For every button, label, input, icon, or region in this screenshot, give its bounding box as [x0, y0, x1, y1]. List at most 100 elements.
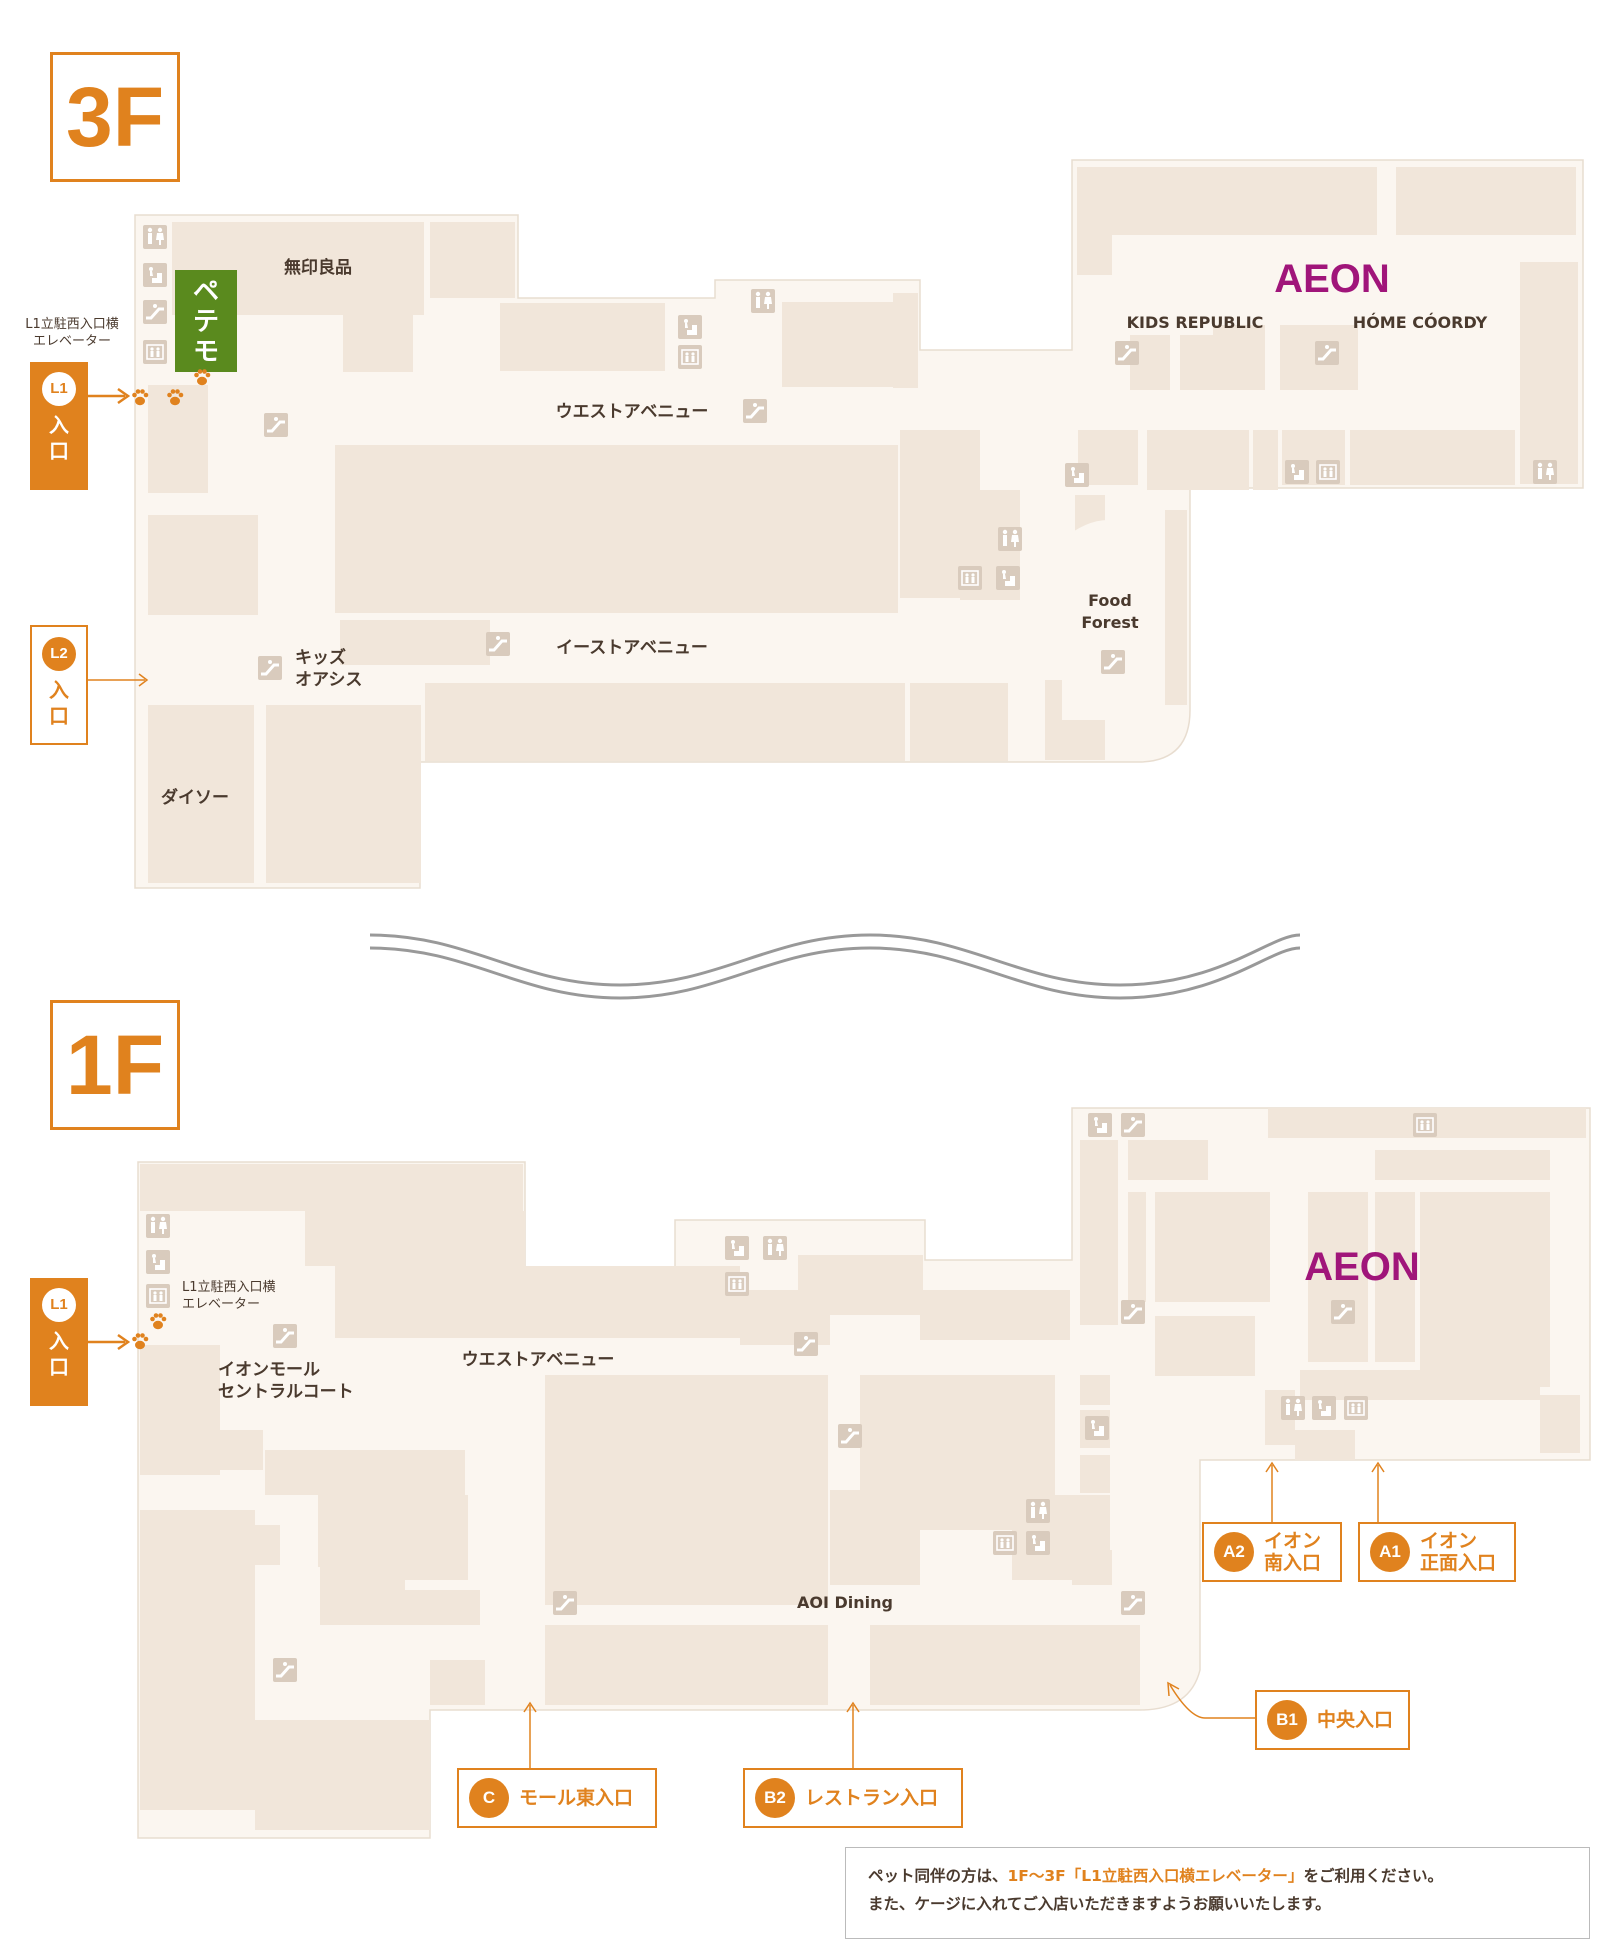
- stairs-icon: [678, 315, 702, 339]
- escalator-icon: [262, 411, 290, 439]
- escalator-icon: [1119, 1589, 1147, 1617]
- escalator-icon: [1113, 339, 1141, 367]
- restroom-icon: [763, 1236, 787, 1260]
- pet-notice-line-2: また、ケージに入れてご入店いただきますようお願いいたします。: [868, 1895, 1331, 1913]
- gate-name: イオン 正面入口: [1420, 1530, 1497, 1574]
- escalator-icon: [256, 654, 284, 682]
- gate-name: レストラン入口: [805, 1787, 939, 1809]
- 3f-home-coordy-label: HÓME CÓORDY: [1353, 313, 1488, 332]
- gate-c[interactable]: C モール東入口: [457, 1768, 657, 1828]
- notice-text: をご利用ください。: [1303, 1867, 1443, 1885]
- stairs-icon: [1085, 1416, 1109, 1440]
- elevator-icon: [142, 339, 168, 365]
- 3f-food-forest-court: [1062, 520, 1150, 720]
- 3f-muji-label: 無印良品: [284, 257, 352, 278]
- 1f-aoi-dining-label: AOI Dining: [797, 1593, 893, 1612]
- floor-3f-map: 無印良品 ウエストアベニュー イーストアベニュー キッズオアシス ダイソー Fo…: [25, 159, 1584, 889]
- restroom-icon: [998, 527, 1022, 551]
- 1f-west-avenue-label: ウエストアベニュー: [462, 1350, 615, 1370]
- stairs-icon: [1285, 460, 1309, 484]
- 1f-entrance-arrows: [88, 1333, 1385, 1768]
- gate-code-badge: A1: [1370, 1532, 1410, 1572]
- 3f-daiso-label: ダイソー: [161, 787, 229, 808]
- notice-highlight: 1F～3F「L1立駐西入口横エレベーター」: [1007, 1867, 1304, 1885]
- escalator-icon: [484, 630, 512, 658]
- gate-code-badge: B1: [1267, 1700, 1307, 1740]
- stairs-icon: [146, 1250, 170, 1274]
- gate-a2[interactable]: A2 イオン 南入口: [1202, 1522, 1342, 1582]
- stairs-icon: [1026, 1531, 1050, 1555]
- escalator-icon: [1313, 339, 1341, 367]
- 1f-aeon-logo: AEON: [1304, 1245, 1420, 1289]
- escalator-icon: [1119, 1298, 1147, 1326]
- 3f-l1-arrowhead: [117, 387, 131, 405]
- escalator-icon: [271, 1322, 299, 1350]
- 3f-kids-republic-label: KIDS REPUBLIC: [1127, 313, 1264, 332]
- 3f-west-avenue-label: ウエストアベニュー: [556, 402, 709, 422]
- restroom-icon: [146, 1214, 170, 1238]
- escalator-icon: [1119, 1111, 1147, 1139]
- pet-notice: ペット同伴の方は、1F～3F「L1立駐西入口横エレベーター」をご利用ください。 …: [845, 1847, 1590, 1939]
- restroom-icon: [1026, 1499, 1050, 1523]
- stairs-icon: [1065, 463, 1089, 487]
- gate-b1[interactable]: B1 中央入口: [1255, 1690, 1410, 1750]
- 3f-shops: [148, 167, 1578, 883]
- restroom-icon: [1281, 1396, 1305, 1420]
- floor-separator: [369, 933, 1301, 1000]
- 3f-elevator-note: L1立駐西入口横エレベーター: [25, 317, 119, 349]
- entrance-1f-l1[interactable]: L1 入 口: [30, 1278, 88, 1406]
- escalator-icon: [141, 298, 169, 326]
- escalator-icon: [1099, 648, 1127, 676]
- gate-b2[interactable]: B2 レストラン入口: [743, 1768, 963, 1828]
- stairs-icon: [996, 566, 1020, 590]
- notice-text: ペット同伴の方は、: [868, 1867, 1008, 1885]
- 3f-l2-arrowhead: [138, 673, 149, 687]
- elevator-icon: [145, 1283, 171, 1309]
- gate-code-badge: C: [469, 1778, 509, 1818]
- elevator-icon: [957, 565, 983, 591]
- escalator-icon: [836, 1422, 864, 1450]
- floor-3f-badge: 3F: [50, 52, 180, 182]
- entrance-code-badge: L1: [42, 1288, 76, 1322]
- entrance-label: 入 口: [49, 1329, 69, 1379]
- gate-name: モール東入口: [519, 1787, 634, 1809]
- 3f-petemo-label: ペテモ: [193, 277, 219, 367]
- gate-code-badge: A2: [1214, 1532, 1254, 1572]
- 3f-east-avenue-label: イーストアベニュー: [556, 638, 708, 658]
- restroom-icon: [143, 225, 167, 249]
- gate-a1[interactable]: A1 イオン 正面入口: [1358, 1522, 1516, 1582]
- elevator-icon: [992, 1530, 1018, 1556]
- escalator-icon: [1329, 1298, 1357, 1326]
- elevator-icon: [1412, 1112, 1438, 1138]
- restroom-icon: [1533, 460, 1557, 484]
- escalator-icon: [741, 397, 769, 425]
- stairs-icon: [725, 1236, 749, 1260]
- 1f-elevator-note: L1立駐西入口横エレベーター: [182, 1280, 276, 1312]
- restroom-icon: [751, 289, 775, 313]
- floor-1f-badge: 1F: [50, 1000, 180, 1130]
- entrance-label: 入 口: [49, 678, 69, 728]
- gate-name: 中央入口: [1317, 1709, 1394, 1731]
- stairs-icon: [1088, 1113, 1112, 1137]
- entrance-3f-l1[interactable]: L1 入 口: [30, 362, 88, 490]
- stairs-icon: [143, 263, 167, 287]
- elevator-icon: [1343, 1395, 1369, 1421]
- entrance-3f-l2[interactable]: L2 入 口: [30, 625, 88, 745]
- escalator-icon: [792, 1330, 820, 1358]
- 3f-petemo-store: [175, 270, 237, 372]
- escalator-icon: [271, 1656, 299, 1684]
- entrance-code-badge: L1: [42, 372, 76, 406]
- elevator-icon: [677, 344, 703, 370]
- gate-code-badge: B2: [755, 1778, 795, 1818]
- 3f-aeon-logo: AEON: [1274, 257, 1390, 301]
- elevator-icon: [724, 1271, 750, 1297]
- gate-name: イオン 南入口: [1264, 1530, 1322, 1574]
- entrance-code-badge: L2: [42, 637, 76, 671]
- stairs-icon: [1312, 1396, 1336, 1420]
- elevator-icon: [1315, 459, 1341, 485]
- escalator-icon: [551, 1589, 579, 1617]
- pet-notice-line-1: ペット同伴の方は、1F～3F「L1立駐西入口横エレベーター」をご利用ください。: [868, 1862, 1567, 1890]
